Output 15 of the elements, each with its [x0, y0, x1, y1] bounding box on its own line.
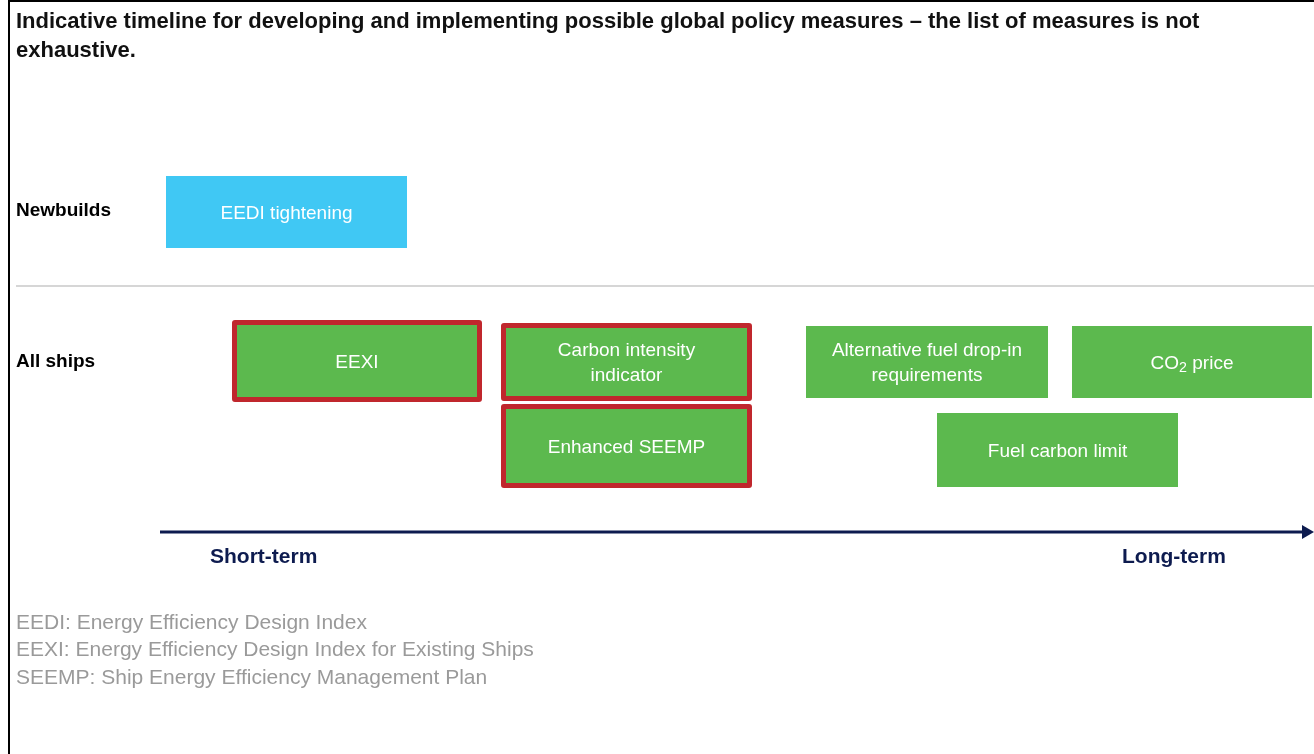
measure-box: Carbon intensity indicator	[501, 323, 752, 401]
measure-box: Alternative fuel drop-in requirements	[806, 326, 1048, 398]
row-label: All ships	[16, 349, 96, 373]
footnote: EEXI: Energy Efficiency Design Index for Existing Ships	[16, 637, 534, 661]
footnote: EEDI: Energy Efficiency Design Index	[16, 610, 367, 634]
axis-label: Short-term	[210, 544, 318, 568]
measure-box: Fuel carbon limit	[937, 413, 1178, 487]
footnote: SEEMP: Ship Energy Efficiency Management Plan	[16, 665, 488, 689]
measure-box: Enhanced SEEMP	[501, 404, 752, 488]
title: Indicative timeline for developing and implementing possible global policy measures – the list of measures is not exhaustive.	[16, 7, 1201, 64]
measure-box: EEXI	[232, 320, 482, 402]
row-label: Newbuilds	[16, 198, 111, 222]
measure-box: EEDI tightening	[166, 176, 407, 248]
measure-box: CO$_{2}$ price	[1072, 326, 1312, 398]
axis-label: Long-term	[1122, 544, 1226, 568]
